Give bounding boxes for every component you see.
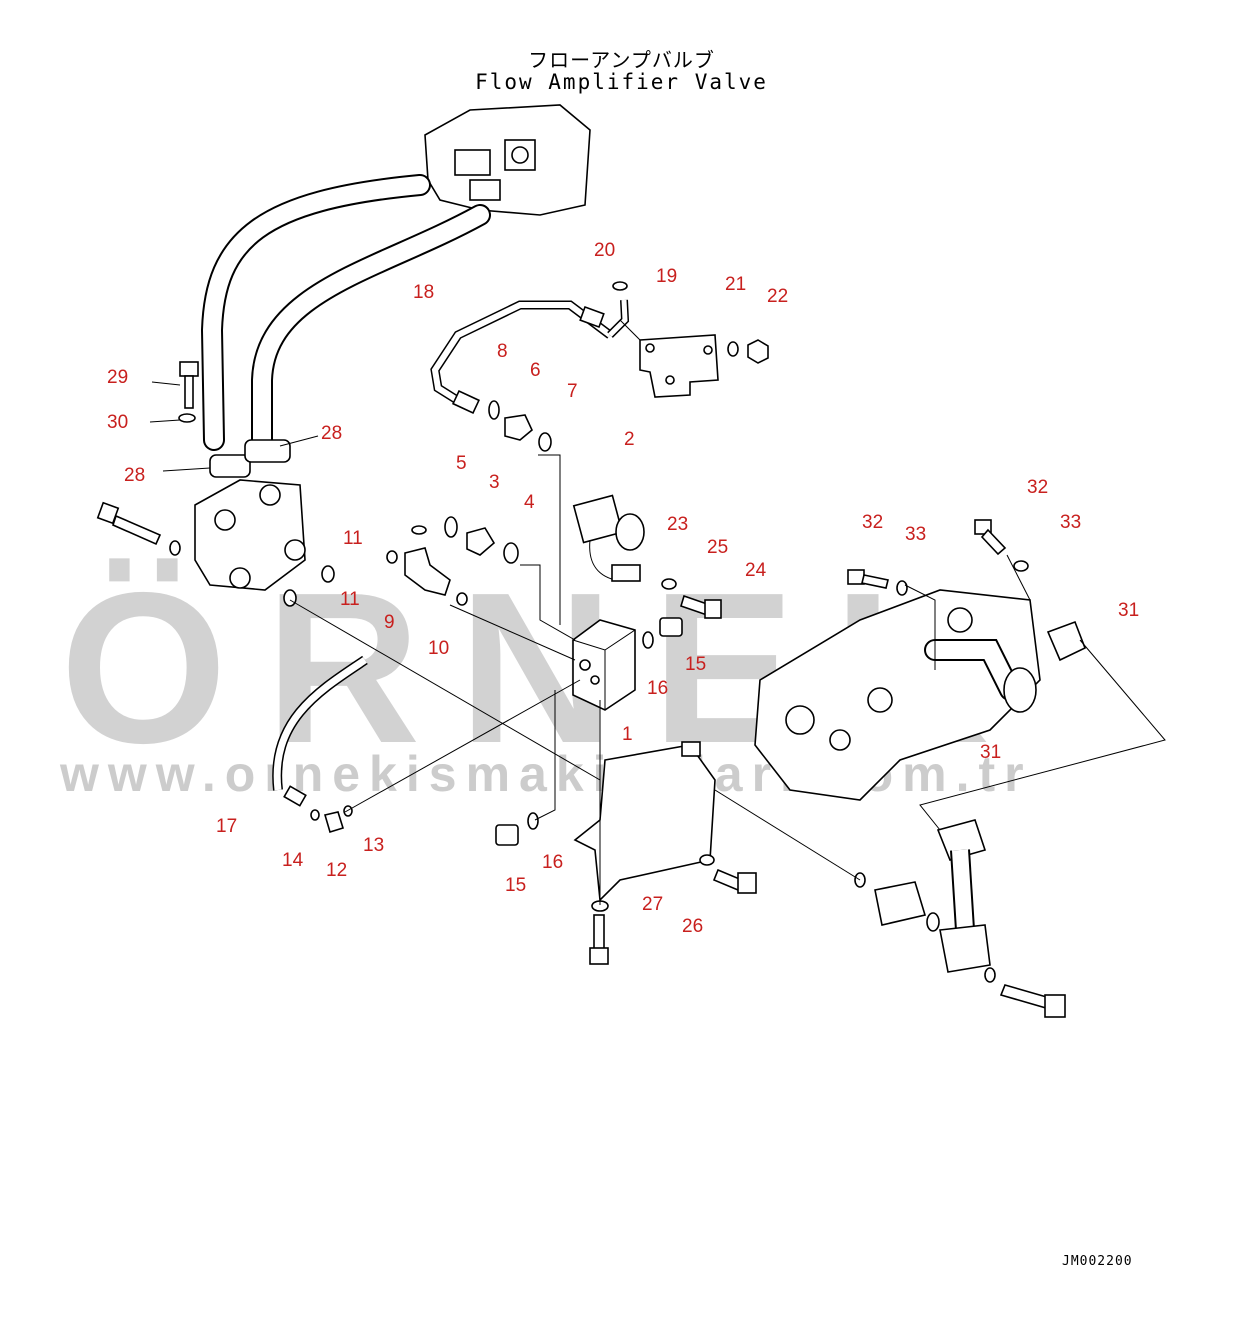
callout-15: 15 — [685, 654, 706, 675]
o-ring-14 — [310, 809, 320, 821]
callout-10: 10 — [428, 638, 449, 659]
manifold-block-1 — [572, 619, 636, 711]
o-ring-5 — [444, 516, 458, 538]
washer — [984, 967, 996, 983]
connector-3 — [466, 527, 496, 556]
o-ring-16 — [527, 812, 539, 830]
adapter-block — [874, 881, 927, 926]
bolt-29 — [178, 361, 199, 423]
callout-22: 22 — [767, 286, 788, 307]
callout-24: 24 — [745, 560, 767, 581]
callout-5: 5 — [456, 453, 467, 474]
callout-20: 20 — [594, 240, 615, 261]
washer-27 — [699, 854, 715, 866]
plug-15 — [495, 824, 519, 846]
callout-18: 18 — [413, 282, 434, 303]
callout-16: 16 — [542, 852, 563, 873]
bolt-24 — [680, 594, 722, 619]
connector-23 — [611, 564, 641, 582]
callout-17: 17 — [216, 816, 237, 837]
diagram-title-japanese: フローアンプバルブ — [528, 48, 715, 72]
o-ring-13 — [343, 805, 353, 817]
callout-19: 19 — [656, 266, 677, 287]
callout-29: 29 — [107, 367, 128, 388]
nut-22 — [747, 339, 769, 364]
o-ring-8 — [488, 400, 500, 420]
o-ring-19 — [612, 281, 628, 291]
callout-32: 32 — [862, 512, 883, 533]
callout-2: 2 — [624, 429, 635, 450]
o-ring-7 — [538, 432, 552, 452]
bolt — [589, 914, 609, 965]
tube-18 — [430, 299, 630, 415]
o-ring-4 — [503, 542, 519, 564]
callout-11: 11 — [343, 528, 363, 549]
plug-15 — [659, 617, 683, 637]
o-ring — [926, 912, 940, 932]
assembly-lines — [149, 319, 1166, 905]
washer-33 — [1013, 560, 1029, 572]
callout-26: 26 — [682, 916, 703, 937]
drawing-code: JM002200 — [1062, 1254, 1133, 1269]
split-flange-block — [194, 439, 306, 591]
elbow-9 — [404, 547, 451, 596]
callout-33: 33 — [1060, 512, 1081, 533]
solenoid-valve-2 — [572, 494, 645, 581]
callout-28: 28 — [321, 423, 342, 444]
callout-27: 27 — [642, 894, 663, 915]
flow-amplifier-valve — [424, 104, 591, 216]
callout-15: 15 — [505, 875, 526, 896]
callout-30: 30 — [107, 412, 128, 433]
callout-3: 3 — [489, 472, 500, 493]
callout-21: 21 — [725, 274, 746, 295]
callout-23: 23 — [667, 514, 688, 535]
callout-1: 1 — [622, 724, 633, 745]
o-ring — [283, 589, 297, 607]
bolt-32 — [974, 519, 1007, 556]
o-ring-10 — [456, 592, 468, 606]
washer-25 — [661, 578, 677, 590]
transmission-assembly — [754, 589, 1041, 801]
connector-6 — [504, 414, 533, 441]
callout-11: 11 — [340, 589, 360, 610]
bolt-26 — [712, 868, 757, 894]
elbow-12 — [323, 811, 345, 834]
washer-33 — [896, 580, 908, 596]
o-ring-16 — [642, 631, 654, 649]
callout-33: 33 — [905, 524, 926, 545]
callout-9: 9 — [384, 612, 395, 633]
callout-8: 8 — [497, 341, 508, 362]
callout-31: 31 — [980, 742, 1001, 763]
callout-14: 14 — [282, 850, 304, 871]
clamp-20 — [579, 305, 605, 329]
callout-4: 4 — [524, 492, 535, 513]
hose-17 — [272, 655, 368, 807]
mounting-bracket — [573, 741, 716, 902]
callout-6: 6 — [530, 360, 541, 381]
bolt-32 — [847, 569, 889, 589]
washer-21 — [727, 341, 739, 357]
o-ring-11 — [386, 550, 398, 564]
callout-25: 25 — [707, 537, 728, 558]
callout-32: 32 — [1027, 477, 1048, 498]
callout-16: 16 — [647, 678, 668, 699]
o-ring-11 — [411, 525, 427, 535]
callout-31: 31 — [1118, 600, 1139, 621]
elbow-pipe — [936, 819, 991, 973]
bolt — [999, 984, 1066, 1018]
callout-12: 12 — [326, 860, 347, 881]
hose-assembly — [200, 174, 491, 451]
o-ring — [321, 565, 335, 583]
flange-31 — [1046, 620, 1087, 662]
callout-28: 28 — [124, 465, 145, 486]
diagram-title: Flow Amplifier Valve — [475, 70, 768, 94]
long-bolt — [96, 501, 181, 556]
callout-labels: 1 2 3 4 5 6 7 8 9 10 11 11 12 13 14 15 1… — [107, 240, 1139, 937]
callout-13: 13 — [363, 835, 384, 856]
callout-7: 7 — [567, 381, 578, 402]
bracket — [639, 334, 719, 398]
